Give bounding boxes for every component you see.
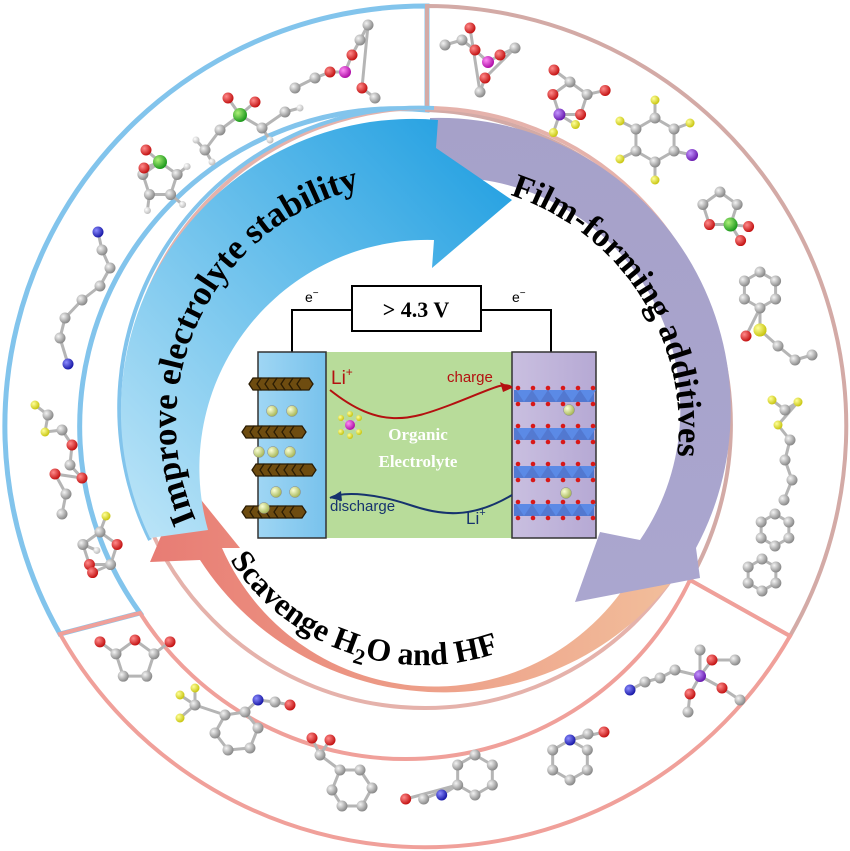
molecule-isocyanato-benzene-icon <box>400 749 498 805</box>
voltage-box <box>351 285 482 332</box>
lithium-ion-sphere-icon <box>560 487 572 499</box>
molecule-sulfone-chain-icon <box>192 92 304 166</box>
graphite-layer-icon <box>251 463 317 477</box>
molecule-biphenyl-icon <box>755 508 795 552</box>
lithium-ion-sphere-icon <box>258 502 270 514</box>
molecule-allyl-acrylate-icon <box>306 732 378 812</box>
molecule-adiponitrile-icon <box>54 226 116 370</box>
arrow-film <box>430 117 731 603</box>
molecule-fec-icon <box>77 511 123 579</box>
lithium-ion-sphere-icon <box>267 446 279 458</box>
discharge-arrowhead <box>330 491 342 501</box>
molecule-fluorobenzene-icon <box>615 95 699 185</box>
arrow-scavenge <box>150 480 690 693</box>
lithium-ion-sphere-icon <box>563 404 575 416</box>
lithium-ion-sphere-icon <box>284 446 296 458</box>
charge-label: charge <box>447 369 493 386</box>
molecule-ethylene-sulfite-icon <box>697 186 755 247</box>
molecule-lidfob-icon <box>547 64 611 138</box>
molecule-sulfone-tail-icon <box>753 323 818 366</box>
graphite-layer-icon <box>248 377 314 391</box>
molecule-fluoro-carbonate-icon <box>30 400 88 520</box>
molecules-layer <box>30 19 818 812</box>
molecule-isocyanate-cf3-icon <box>175 683 296 756</box>
molecule-sulfolane-icon <box>137 144 191 215</box>
molecule-biphenyl-2-icon <box>742 553 782 597</box>
cathode-oxide-layer <box>514 499 596 521</box>
graphite-layer-icon <box>241 505 307 519</box>
electrolyte-label-2: Electrolyte <box>379 452 458 471</box>
cathode-layers <box>514 385 596 521</box>
graphite-layers <box>241 377 317 519</box>
discharge-label: discharge <box>330 498 395 515</box>
external-circuit-right <box>481 309 552 352</box>
voltage-label: > 4.3 V <box>383 297 450 322</box>
lithium-ion-sphere-icon <box>270 486 282 498</box>
cathode-oxide-layer <box>514 385 596 407</box>
battery-cell: > 4.3 V e− e− <box>241 285 597 539</box>
inner-ring-blue-part <box>117 105 435 541</box>
molecule-succinic-anhydride-icon <box>94 634 176 682</box>
arrow-stability <box>120 118 512 538</box>
electrolyte-label-1: Organic <box>388 425 448 444</box>
anode-lithium-ions <box>253 404 575 514</box>
lithium-ion-sphere-icon <box>266 405 278 417</box>
lithium-ion-sphere-icon <box>253 446 265 458</box>
molecule-tmp-chain-icon <box>439 22 521 98</box>
charge-arrowhead <box>500 382 512 392</box>
molecule-trifluoro-chain-icon <box>767 395 803 506</box>
li-bottom-label: Li+ <box>466 507 486 528</box>
li-top-label: Li+ <box>331 365 353 389</box>
lithium-ion-sphere-icon <box>286 405 298 417</box>
outer-sector-scavenge <box>56 577 793 850</box>
cathode-oxide-layer <box>514 461 596 483</box>
molecule-phosphite-chain-icon <box>289 19 381 104</box>
label-scavenge: Scavenge H2O and HF <box>224 543 502 672</box>
external-circuit <box>291 309 352 352</box>
lipf6-salt-icon <box>338 411 362 439</box>
cathode-oxide-layer <box>514 423 596 445</box>
electron-right-label: e− <box>512 288 526 305</box>
molecule-aminopropyl-phosphite-icon <box>624 644 746 718</box>
discharge-curve <box>329 493 513 515</box>
cycle-arrows <box>120 117 731 693</box>
graphite-layer-icon <box>241 425 307 439</box>
electron-left-label: e− <box>305 288 319 305</box>
lithium-ion-sphere-icon <box>289 486 301 498</box>
charge-curve <box>329 384 513 420</box>
molecule-isocyanate-ring-icon <box>547 726 610 786</box>
